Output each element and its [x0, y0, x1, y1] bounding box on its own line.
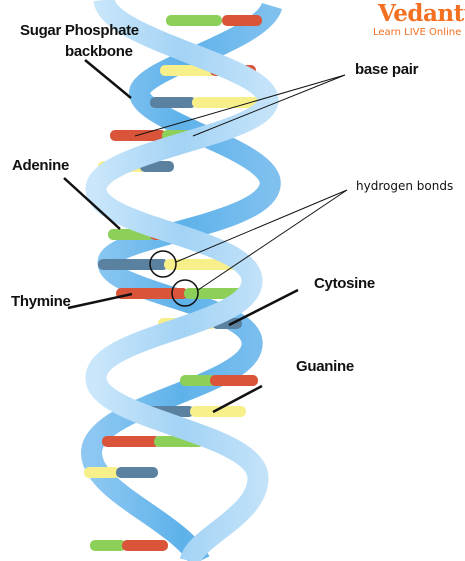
base-pair	[98, 259, 238, 270]
base-pair-label: base pair	[355, 61, 419, 78]
thymine-label: Thymine	[11, 293, 71, 310]
cytosine-leader-line	[228, 288, 299, 327]
cytosine-label: Cytosine	[314, 275, 375, 292]
hydrogen-bonds-leader-line	[175, 189, 348, 263]
base-pair	[90, 540, 168, 551]
hydrogen-bonds-leader-line	[197, 189, 348, 291]
vedantu-logo: Vedantu Learn LIVE Online	[360, 0, 465, 44]
base-pair	[166, 15, 262, 26]
base-pair	[84, 467, 158, 478]
guanine-leader-line	[212, 384, 263, 414]
backbone-strand-front	[85, 0, 279, 561]
hydrogen-bonds-label: hydrogen bonds	[356, 179, 454, 193]
hydrogen-bond-circle	[171, 279, 199, 307]
base-pair	[150, 97, 270, 108]
base-pair	[180, 375, 258, 386]
thymine-leader-line	[67, 292, 133, 310]
adenine-label: Adenine	[12, 157, 70, 174]
backbone-leader-line	[84, 59, 132, 99]
logo-tagline: Learn LIVE Online	[373, 27, 462, 38]
base-pair-leader-line	[192, 74, 346, 137]
hydrogen-bond-circle	[149, 250, 177, 278]
adenine-leader-line	[63, 177, 121, 230]
backbone-label-line2: backbone	[65, 43, 133, 60]
guanine-label: Guanine	[296, 358, 354, 375]
backbone-label-line1: Sugar Phosphate	[20, 22, 139, 39]
logo-wordmark: Vedantu	[378, 0, 465, 27]
base-pair-leader-line	[134, 74, 346, 137]
